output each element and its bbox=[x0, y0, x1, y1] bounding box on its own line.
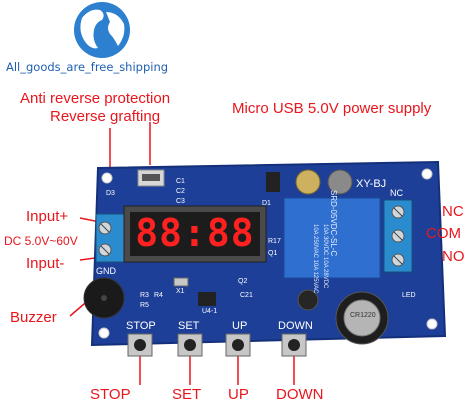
callout-input-plus: Input+ bbox=[26, 208, 69, 225]
silk-down: DOWN bbox=[278, 320, 313, 332]
shop-watermark: All_goods_are_free_shipping bbox=[6, 60, 169, 74]
relay-label: SRD-05VDC-SL-C bbox=[329, 190, 338, 257]
chip-u4 bbox=[198, 292, 216, 306]
globe-logo-icon bbox=[68, 0, 136, 62]
relay-spec-1: 10A 250VAC 10A 125VAC bbox=[312, 224, 318, 294]
silk-u4: U4-1 bbox=[202, 308, 218, 315]
input-terminal bbox=[95, 213, 125, 263]
capacitor-small bbox=[297, 289, 319, 311]
battery-label: CR1220 bbox=[350, 312, 376, 319]
silk-set: SET bbox=[178, 320, 200, 332]
silk-stop: STOP bbox=[126, 320, 156, 332]
callout-no: NO bbox=[442, 248, 465, 265]
silk-gnd: GND bbox=[96, 266, 116, 276]
silk-q1: Q1 bbox=[268, 250, 278, 257]
silk-led: LED bbox=[402, 292, 416, 299]
silk-c1: C1 bbox=[176, 178, 185, 185]
relay-spec-2: 10A 30VDC 10A 28VDC bbox=[322, 224, 328, 289]
silk-r17: R17 bbox=[268, 238, 281, 245]
callout-down: DOWN bbox=[276, 386, 324, 403]
callout-usb-power: Micro USB 5.0V power supply bbox=[232, 100, 432, 117]
capacitor-electrolytic bbox=[327, 169, 353, 195]
model-label: XY-BJ bbox=[356, 178, 387, 190]
chip-q bbox=[266, 172, 280, 192]
callout-dc-range: DC 5.0V~60V bbox=[4, 234, 78, 248]
board-buttons bbox=[127, 333, 307, 357]
callout-buzzer: Buzzer bbox=[10, 309, 57, 326]
callout-input-minus: Input- bbox=[26, 255, 65, 272]
silk-c2: C2 bbox=[176, 188, 185, 195]
silk-x1: X1 bbox=[176, 288, 185, 295]
crystal-x1 bbox=[173, 277, 189, 287]
callout-protection-1: Anti reverse protection bbox=[20, 90, 171, 107]
silk-d3: D3 bbox=[106, 190, 115, 197]
silk-nc: NC bbox=[390, 188, 403, 198]
silk-up: UP bbox=[232, 320, 248, 332]
silk-d1: D1 bbox=[262, 200, 271, 207]
callout-up: UP bbox=[228, 386, 249, 403]
silk-q2: Q2 bbox=[238, 278, 248, 285]
silk-r5: R5 bbox=[140, 302, 149, 309]
callout-stop: STOP bbox=[90, 386, 131, 403]
callout-set: SET bbox=[172, 386, 202, 403]
silk-r3: R3 bbox=[140, 292, 149, 299]
relay bbox=[283, 197, 381, 279]
capacitor-large bbox=[295, 169, 321, 195]
silk-c21: C21 bbox=[240, 292, 253, 299]
callout-protection-2: Reverse grafting bbox=[50, 108, 161, 125]
silk-r4: R4 bbox=[154, 292, 163, 299]
callout-com: COM bbox=[426, 225, 461, 242]
callout-nc: NC bbox=[442, 203, 464, 220]
silk-c3: C3 bbox=[176, 198, 185, 205]
display-digits: 88:88 bbox=[135, 211, 255, 255]
